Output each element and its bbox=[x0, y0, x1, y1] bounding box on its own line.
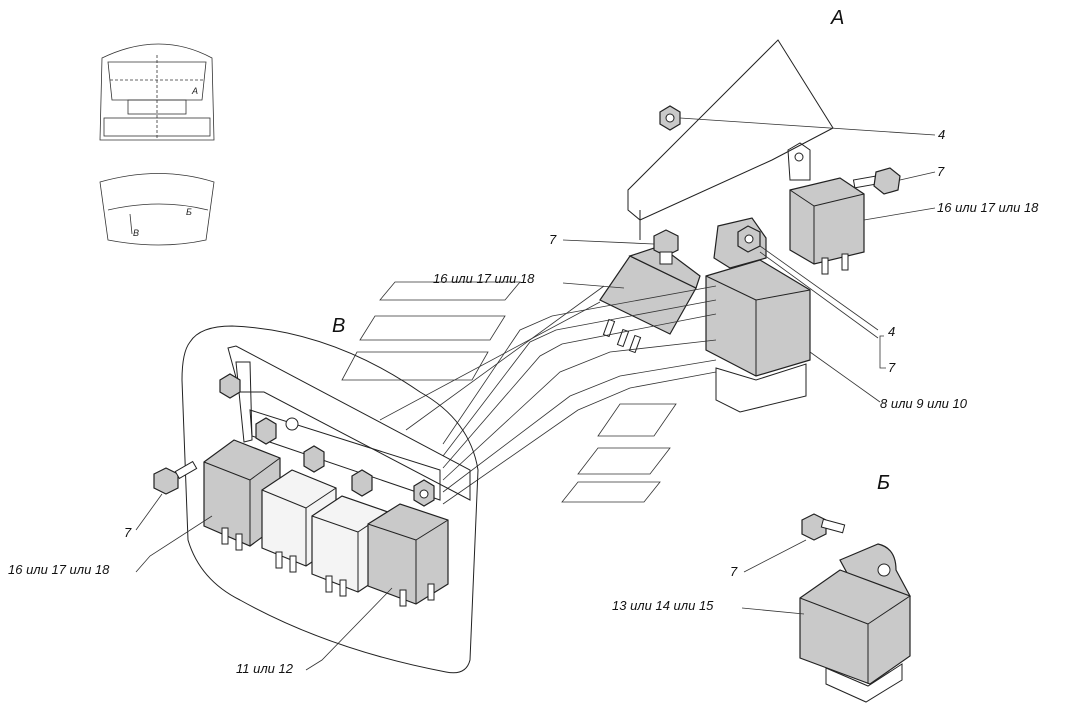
leader-7-top-right bbox=[899, 171, 936, 181]
leader-4-top bbox=[679, 117, 936, 136]
label-8-9-10: 8 или 9 или 10 bbox=[880, 396, 968, 411]
nut-big-relay bbox=[737, 225, 761, 253]
leader-11-12 bbox=[305, 587, 393, 671]
bolt-left bbox=[153, 460, 198, 495]
relay-v-4-11-12 bbox=[367, 503, 449, 607]
vehicle-underhood-thumbnail: Б В bbox=[99, 173, 215, 246]
label-7-b: 7 bbox=[730, 564, 738, 579]
relay-b-13-14-15 bbox=[799, 543, 911, 703]
label-13-14-15: 13 или 14 или 15 bbox=[612, 598, 714, 613]
view-label-b: Б bbox=[877, 472, 890, 494]
vehicle-front-thumbnail: А bbox=[99, 43, 215, 141]
thumb-label-a: А bbox=[191, 86, 198, 96]
bolt-mid bbox=[653, 229, 679, 265]
leader-13-14-15 bbox=[741, 607, 805, 615]
guide-lines bbox=[379, 285, 717, 505]
leader-7-bracket bbox=[759, 251, 879, 339]
leader-8-9-10 bbox=[809, 351, 881, 403]
bolt-top-right bbox=[852, 167, 901, 195]
label-7-left: 7 bbox=[124, 525, 132, 540]
view-label-a: А bbox=[830, 7, 844, 29]
label-7-bracket: 7 bbox=[888, 360, 896, 375]
leader-16-top-right bbox=[863, 207, 936, 221]
label-4-mid: 4 bbox=[888, 324, 895, 339]
relay-v-1 bbox=[203, 439, 281, 551]
label-4-top: 4 bbox=[938, 127, 945, 142]
leader-7-b bbox=[743, 539, 807, 573]
relay-mid bbox=[599, 245, 701, 354]
leader-7-left bbox=[135, 493, 163, 531]
thumb-label-b: Б bbox=[186, 207, 192, 217]
leader-16-left bbox=[135, 515, 213, 573]
plate-bolts bbox=[219, 373, 435, 507]
label-11-12: 11 или 12 bbox=[236, 661, 294, 676]
label-7-top-right: 7 bbox=[937, 164, 945, 179]
label-16-mid: 16 или 17 или 18 bbox=[433, 271, 535, 286]
label-7-mid: 7 bbox=[549, 232, 557, 247]
nut-top bbox=[659, 105, 681, 131]
leader-16-mid bbox=[562, 282, 625, 289]
label-16-left: 16 или 17 или 18 bbox=[8, 562, 110, 577]
bracket-panel-a bbox=[627, 39, 834, 240]
thumb-label-v: В bbox=[133, 228, 139, 238]
relay-top-right bbox=[787, 142, 865, 275]
slot-outlines bbox=[341, 281, 677, 503]
bracket-4-7 bbox=[879, 335, 886, 369]
view-label-v: В bbox=[332, 315, 345, 337]
bolt-b bbox=[801, 513, 846, 541]
leader-4-mid bbox=[759, 245, 879, 331]
leader-7-mid bbox=[562, 239, 655, 245]
label-16-top-right: 16 или 17 или 18 bbox=[937, 200, 1039, 215]
